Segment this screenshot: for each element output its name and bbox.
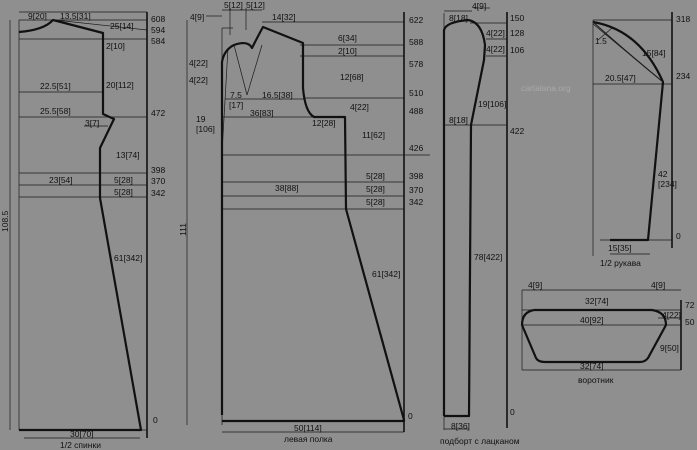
back-row-584: 584: [151, 36, 165, 46]
back-measure-band2: 5[28]: [114, 187, 133, 197]
collar-row-50: 50: [685, 317, 695, 327]
watermark: cartalana.org: [521, 83, 571, 93]
front-measure-b: 5[12]: [224, 0, 243, 10]
front-row-488: 488: [409, 106, 423, 116]
front-measure-c: 5[12]: [246, 0, 265, 10]
front-measure-chest-width: 36[83]: [250, 108, 274, 118]
front-measure-lower: 61[342]: [372, 269, 400, 279]
collar-piece: 4[9] 4[9] 32[74] 40[92] 4[22] 9[50] 32[7…: [520, 280, 695, 385]
front-measure-shoulder: 14[32]: [272, 12, 296, 22]
sleeve-piece: 1.5 15[84] 20.5[47] 42[234] 15[35] 318 2…: [592, 12, 690, 268]
back-measure-lower: 61[342]: [114, 253, 142, 263]
front-measure-side: 11[62]: [362, 130, 385, 140]
collar-caption: воротник: [578, 375, 614, 385]
collar-row-72: 72: [685, 300, 695, 310]
front-row-510: 510: [409, 88, 423, 98]
back-piece: 9[20] 13.5[31] 25[14] 2[10] 20[112] 22.5…: [0, 11, 165, 450]
back-row-342: 342: [151, 188, 165, 198]
sleeve-row-0: 0: [676, 231, 681, 241]
back-measure-waist-width: 23[54]: [49, 175, 73, 185]
back-total-height: 108.5: [0, 210, 10, 232]
front-row-622: 622: [409, 15, 423, 25]
front-measure-side-step: 4[22]: [350, 102, 369, 112]
front-caption: левая полка: [284, 434, 333, 444]
facing-row-106: 106: [510, 45, 524, 55]
sleeve-row-234: 234: [676, 71, 690, 81]
back-measure-slope: 2[10]: [106, 41, 125, 51]
front-measure-slope1: 6[34]: [338, 33, 357, 43]
back-row-0: 0: [153, 415, 158, 425]
front-measure-a: 4[9]: [190, 12, 204, 22]
facing-measure-top-b: 4[9]: [472, 1, 486, 11]
front-total-height: 111: [178, 223, 188, 236]
front-row-342: 342: [409, 197, 423, 207]
sleeve-measure-long: 42[234]: [658, 169, 677, 189]
sleeve-measure-cuff: 15[35]: [608, 243, 632, 253]
back-measure-neck: 25[14]: [110, 21, 134, 31]
back-measure-dart: 3[7]: [85, 118, 99, 128]
front-row-426: 426: [409, 143, 423, 153]
front-row-588: 588: [409, 37, 423, 47]
back-measure-side: 13[74]: [116, 150, 140, 160]
back-measure-shoulder1: 9[20]: [28, 11, 47, 21]
facing-measure-r1: 4[22]: [486, 28, 505, 38]
back-row-594: 594: [151, 25, 165, 35]
front-row-398: 398: [409, 171, 423, 181]
front-measure-left-19: 19[106]: [196, 114, 215, 134]
front-measure-waist-width: 38[88]: [275, 183, 299, 193]
facing-row-422: 422: [510, 126, 524, 136]
facing-piece: 8[18] 4[9] 4[22] 4[22] 19[106] 8[18] 78[…: [440, 1, 524, 446]
sleeve-measure-small: 1.5: [595, 36, 607, 46]
front-measure-band2: 5[28]: [366, 184, 385, 194]
back-row-370: 370: [151, 176, 165, 186]
facing-row-0: 0: [510, 407, 515, 417]
sleeve-measure-cap: 15[84]: [642, 48, 666, 58]
front-measure-under: 12[28]: [312, 118, 336, 128]
back-measure-underarm-width: 25.5[58]: [40, 106, 71, 116]
back-row-608: 608: [151, 14, 165, 24]
back-row-398: 398: [151, 165, 165, 175]
back-measure-hem: 30[70]: [70, 429, 94, 439]
front-measure-band3: 5[28]: [366, 197, 385, 207]
facing-row-150: 150: [510, 13, 524, 23]
front-measure-band1: 5[28]: [366, 171, 385, 181]
facing-measure-r2: 4[22]: [486, 44, 505, 54]
collar-measure-side: 4[22]: [662, 310, 681, 320]
sleeve-measure-width: 20.5[47]: [605, 73, 636, 83]
front-row-0: 0: [408, 411, 413, 421]
back-measure-chest-width: 22.5[51]: [40, 81, 71, 91]
facing-measure-mid: 8[18]: [449, 115, 468, 125]
front-measure-slope2: 2[10]: [338, 46, 357, 56]
facing-measure-top-a: 8[18]: [449, 13, 468, 23]
collar-measure-height: 9[50]: [660, 343, 679, 353]
facing-caption: подборт с лацканом: [440, 436, 520, 446]
back-measure-arm: 20[112]: [106, 80, 134, 90]
collar-measure-left: 4[9]: [528, 280, 542, 290]
sleeve-caption: 1/2 рукава: [600, 258, 641, 268]
front-row-578: 578: [409, 59, 423, 69]
collar-measure-bottom: 32[74]: [580, 361, 604, 371]
front-measure-neck2: 4[22]: [189, 75, 208, 85]
facing-row-128: 128: [510, 28, 524, 38]
front-measure-d17: [17]: [229, 100, 243, 110]
front-measure-hem: 50[114]: [294, 423, 322, 433]
sleeve-row-318: 318: [676, 14, 690, 24]
back-caption: 1/2 спинки: [60, 440, 101, 450]
front-measure-arm: 12[68]: [340, 72, 364, 82]
back-row-472: 472: [151, 108, 165, 118]
front-piece: 4[9] 5[12] 5[12] 14[32] 4[22] 4[22] 6[34…: [178, 0, 430, 444]
collar-measure-top: 32[74]: [585, 296, 609, 306]
collar-measure-mid: 40[92]: [580, 315, 604, 325]
back-measure-band1: 5[28]: [114, 175, 133, 185]
facing-measure-bottom: 8[36]: [451, 421, 470, 431]
facing-measure-curve: 19[106]: [478, 99, 506, 109]
back-measure-shoulder2: 13.5[31]: [60, 11, 91, 21]
facing-measure-long: 78[422]: [474, 252, 502, 262]
front-measure-dart-width: 16.5[38]: [262, 90, 293, 100]
front-measure-d75: 7.5: [230, 90, 242, 100]
front-row-370: 370: [409, 185, 423, 195]
collar-measure-right: 4[9]: [651, 280, 665, 290]
front-measure-neck1: 4[22]: [189, 58, 208, 68]
